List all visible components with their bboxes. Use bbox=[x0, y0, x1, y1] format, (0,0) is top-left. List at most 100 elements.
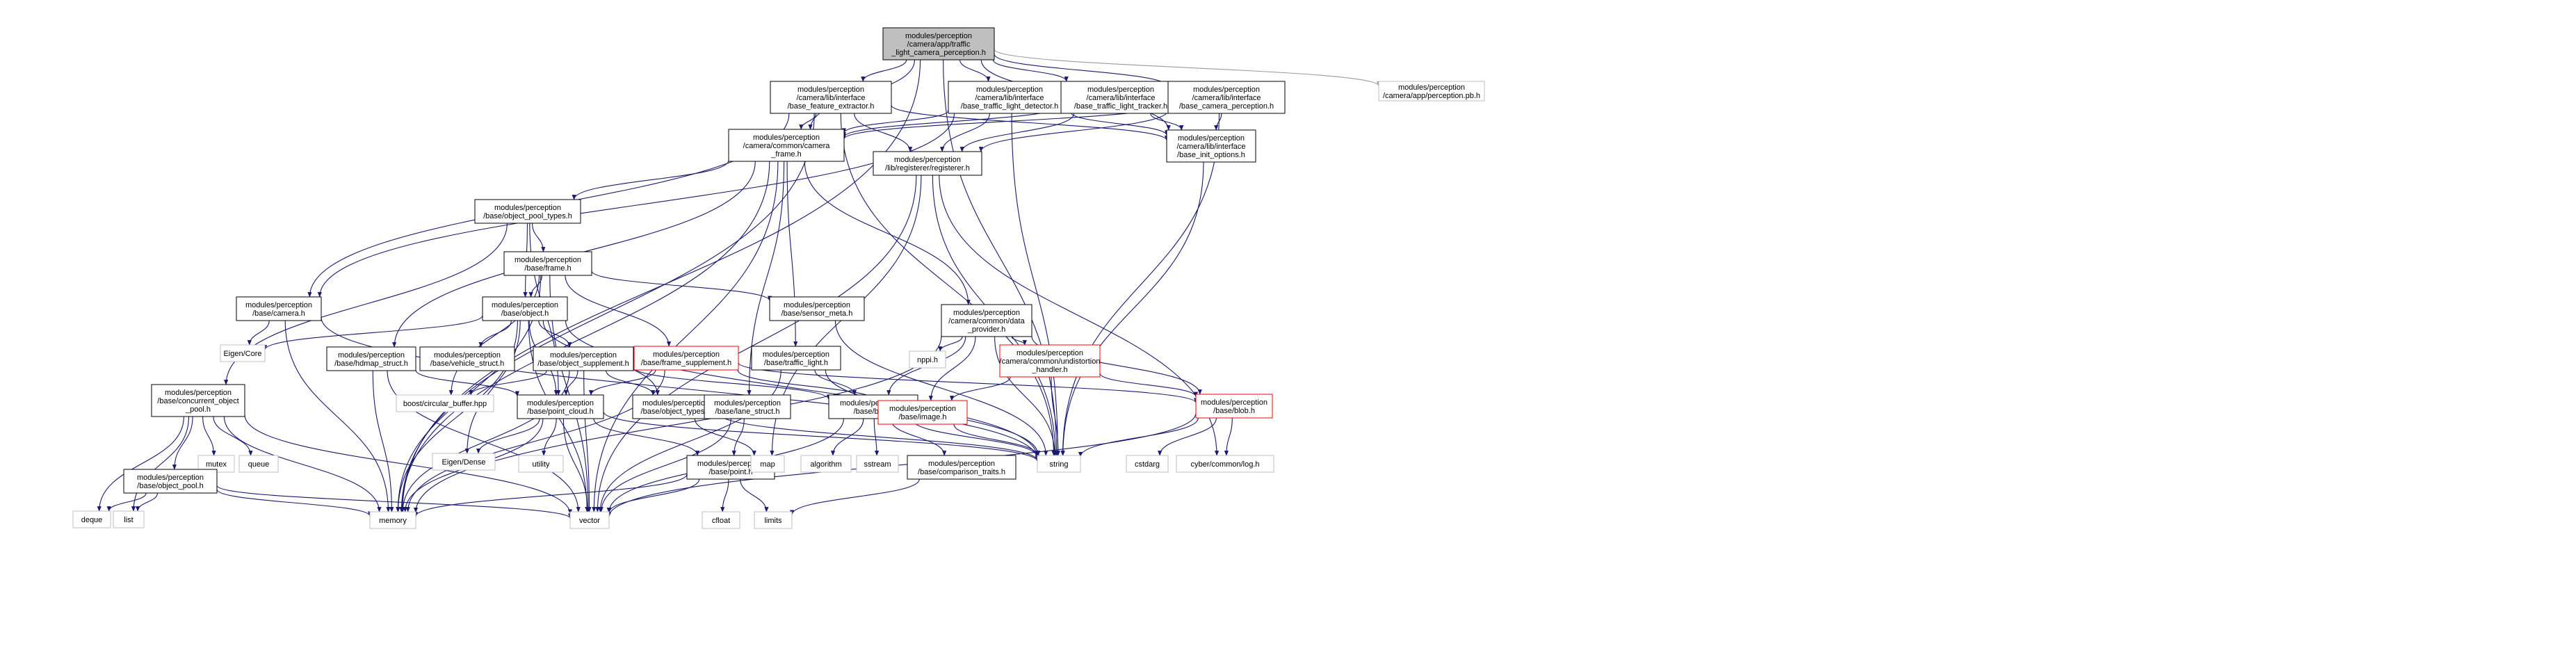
edge-concpool-to-objpool bbox=[172, 416, 193, 470]
edge-pointcloud-to-utility bbox=[542, 418, 557, 456]
node-feat[interactable]: modules/perception/camera/lib/interface/… bbox=[770, 81, 892, 114]
node-bcp[interactable]: modules/perception/camera/lib/interface/… bbox=[1167, 81, 1286, 114]
nodes-layer: modules/perception/camera/app/traffic_li… bbox=[72, 27, 1485, 529]
node-label-line: memory bbox=[379, 517, 407, 525]
node-map: map bbox=[750, 455, 785, 473]
edge-trafficlight-to-box bbox=[814, 369, 857, 396]
edge-feat-to-memory bbox=[399, 113, 815, 512]
node-label-line: /base/object_pool_types.h bbox=[483, 212, 572, 220]
node-nppi: nppi.h bbox=[909, 350, 946, 369]
edge-object-to-eigencore bbox=[263, 315, 483, 350]
node-box bbox=[770, 81, 892, 114]
edge-undist-to-string bbox=[1051, 376, 1060, 456]
node-label-line: /base_feature_extractor.h bbox=[788, 102, 875, 111]
node-label-line: modules/perception bbox=[976, 86, 1043, 94]
node-label-line: /base/object_supplement.h bbox=[537, 360, 629, 368]
edge-root-to-tlt bbox=[992, 59, 1069, 82]
node-sensormeta[interactable]: modules/perception/base/sensor_meta.h bbox=[769, 296, 865, 321]
node-tlt[interactable]: modules/perception/camera/lib/interface/… bbox=[1060, 81, 1181, 114]
node-label-line: modules/perception bbox=[1201, 398, 1267, 407]
node-label-line: modules/perception bbox=[697, 460, 764, 468]
node-root: modules/perception/camera/app/traffic_li… bbox=[882, 27, 995, 60]
edge-dataprov-to-string bbox=[994, 336, 1057, 456]
node-box bbox=[518, 455, 564, 473]
node-pb: modules/perception/camera/app/perception… bbox=[1378, 81, 1485, 102]
node-label-line: /lib/registerer/registerer.h bbox=[885, 164, 970, 172]
edge-objsupp-to-box bbox=[633, 366, 831, 401]
node-lane[interactable]: modules/perception/base/lane_struct.h bbox=[704, 394, 791, 419]
node-box bbox=[751, 346, 841, 371]
node-camera[interactable]: modules/perception/base/camera.h bbox=[236, 296, 322, 321]
node-label-line: modules/perception bbox=[797, 86, 864, 94]
node-comptraits[interactable]: modules/perception/base/comparison_trait… bbox=[907, 455, 1016, 480]
node-objsupp[interactable]: modules/perception/base/object_supplemen… bbox=[533, 346, 634, 371]
node-box bbox=[220, 344, 266, 362]
node-object[interactable]: modules/perception/base/object.h bbox=[482, 296, 568, 321]
node-box bbox=[326, 346, 416, 371]
node-memory: memory bbox=[369, 511, 416, 529]
node-label-line: /base/frame_supplement.h bbox=[641, 359, 731, 367]
node-concpool[interactable]: modules/perception/base/concurrent_objec… bbox=[151, 384, 245, 417]
node-label-line: /base/comparison_traits.h bbox=[918, 468, 1005, 476]
node-label-line: modules/perception bbox=[653, 350, 720, 359]
node-box bbox=[236, 296, 322, 321]
edge-undist-to-image bbox=[949, 376, 1011, 401]
node-label-line: map bbox=[760, 460, 775, 469]
node-utility: utility bbox=[518, 455, 564, 473]
node-pointcloud[interactable]: modules/perception/base/point_cloud.h bbox=[517, 394, 604, 419]
node-box bbox=[1167, 81, 1286, 114]
edge-frame-to-object bbox=[528, 275, 542, 298]
node-camframe[interactable]: modules/perception/camera/common/camera_… bbox=[728, 129, 845, 162]
node-trafficlight[interactable]: modules/perception/base/traffic_light.h bbox=[751, 346, 841, 371]
edge-point-to-vector bbox=[606, 478, 700, 514]
node-objpooltypes[interactable]: modules/perception/base/object_pool_type… bbox=[474, 199, 581, 224]
edge-objpool-to-memory bbox=[216, 489, 373, 517]
node-label-line: /base/object.h bbox=[501, 309, 549, 318]
edge-dataprov-to-memory bbox=[413, 335, 942, 513]
node-box bbox=[800, 455, 852, 473]
node-label-line: /base/image.h bbox=[898, 413, 946, 421]
edge-frame-to-sensormeta bbox=[591, 270, 772, 302]
node-label-line: modules/perception bbox=[784, 301, 850, 309]
node-undist[interactable]: modules/perception/camera/common/undisto… bbox=[999, 344, 1101, 378]
node-label-line: modules/perception bbox=[642, 399, 709, 407]
edge-objsupp-to-objtypes bbox=[606, 370, 656, 396]
edge-pointcloud-to-string bbox=[603, 411, 1039, 462]
edge-pointcloud-to-vector bbox=[562, 418, 590, 512]
edge-pointcloud-to-eigendense bbox=[476, 418, 540, 454]
node-image[interactable]: modules/perception/base/image.h bbox=[877, 400, 968, 425]
node-box bbox=[856, 455, 899, 473]
edge-feat-to-camframe bbox=[799, 113, 817, 130]
node-box bbox=[704, 394, 791, 419]
node-registerer[interactable]: modules/perception/lib/registerer/regist… bbox=[873, 151, 982, 176]
node-box bbox=[633, 346, 739, 371]
node-label-line: /base/frame.h bbox=[524, 264, 571, 273]
edge-lane-to-point bbox=[731, 418, 745, 456]
node-label-line: algorithm bbox=[810, 460, 841, 469]
node-frame[interactable]: modules/perception/base/frame.h bbox=[503, 251, 592, 276]
node-label-line: _provider.h bbox=[967, 325, 1005, 334]
node-label-line: limits bbox=[764, 517, 782, 525]
node-blob[interactable]: modules/perception/base/blob.h bbox=[1195, 394, 1273, 419]
node-label-line: _light_camera_perception.h bbox=[891, 49, 986, 57]
node-objpool[interactable]: modules/perception/base/object_pool.h bbox=[123, 469, 218, 494]
node-box bbox=[769, 296, 865, 321]
edge-blob-to-cyberlog bbox=[1224, 417, 1233, 456]
node-label-line: sstream bbox=[864, 460, 891, 469]
edge-trafficlight-to-vector bbox=[598, 369, 781, 512]
node-tld[interactable]: modules/perception/camera/lib/interface/… bbox=[948, 81, 1071, 114]
node-label-line: /base/object_types.h bbox=[641, 407, 711, 416]
node-label-line: modules/perception bbox=[434, 351, 501, 360]
node-dataprov[interactable]: modules/perception/camera/common/data_pr… bbox=[941, 304, 1032, 337]
edge-tlt-to-initopt bbox=[1150, 113, 1184, 131]
node-box bbox=[123, 469, 218, 494]
edge-tld-to-camframe bbox=[841, 110, 949, 134]
node-initopt[interactable]: modules/perception/camera/lib/interface/… bbox=[1166, 129, 1256, 163]
edge-camera-to-memory bbox=[284, 320, 391, 512]
edge-box-to-string bbox=[911, 418, 1040, 458]
node-vehicle[interactable]: modules/perception/base/vehicle_struct.h bbox=[419, 346, 515, 371]
node-hdmap[interactable]: modules/perception/base/hdmap_struct.h bbox=[326, 346, 416, 371]
node-eigendense: Eigen/Dense bbox=[432, 453, 496, 471]
node-label-line: modules/perception bbox=[1087, 86, 1154, 94]
node-framesupp[interactable]: modules/perception/base/frame_supplement… bbox=[633, 346, 739, 371]
